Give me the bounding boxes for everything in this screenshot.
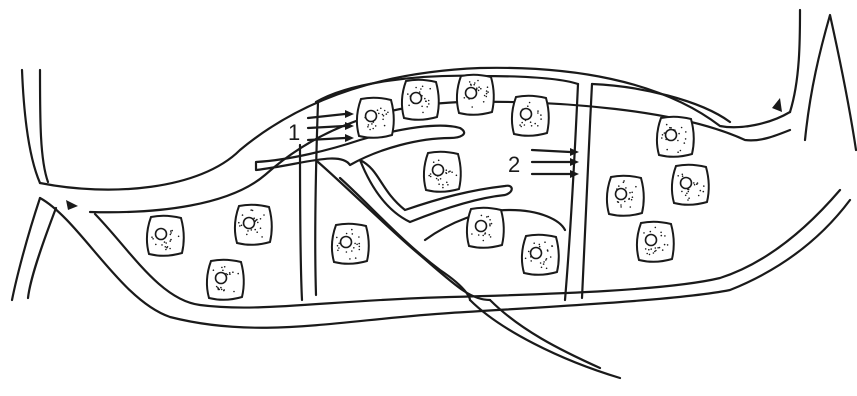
label-1: 1 bbox=[288, 120, 300, 145]
cell-nucleus bbox=[521, 109, 532, 120]
outflow-arrow-head bbox=[772, 98, 782, 112]
cell-nucleus bbox=[433, 165, 444, 176]
left-chamber-wall-b bbox=[315, 102, 318, 295]
cell bbox=[357, 98, 394, 138]
left-vessel-inner bbox=[40, 70, 48, 182]
cell-nucleus bbox=[476, 221, 487, 232]
right-vessel-outer bbox=[790, 10, 800, 112]
arrow-group-1 bbox=[308, 110, 354, 142]
inflow-arrow-head bbox=[66, 200, 78, 210]
cell bbox=[457, 75, 494, 115]
cell-nucleus bbox=[646, 235, 657, 246]
left-chamber-wall bbox=[300, 145, 302, 300]
cell bbox=[207, 260, 244, 300]
cell bbox=[402, 80, 439, 120]
cell-nucleus bbox=[666, 130, 677, 141]
cell bbox=[467, 208, 504, 248]
cell bbox=[332, 224, 369, 264]
label-2: 2 bbox=[508, 152, 520, 177]
cell bbox=[672, 165, 709, 205]
cell bbox=[657, 117, 694, 157]
left-vessel-lower-outer bbox=[12, 198, 40, 300]
cell-nucleus bbox=[531, 248, 542, 259]
cell-nucleus bbox=[156, 229, 167, 240]
cell bbox=[147, 216, 184, 256]
cell bbox=[522, 235, 559, 275]
cell-nucleus bbox=[244, 218, 255, 229]
cell-nucleus bbox=[341, 237, 352, 248]
cell-nucleus bbox=[411, 93, 422, 104]
cell-nucleus bbox=[616, 189, 627, 200]
cell bbox=[607, 176, 644, 216]
right-vessel-inner bbox=[805, 15, 856, 150]
cell-nucleus bbox=[366, 111, 377, 122]
left-vessel-outer bbox=[22, 70, 40, 183]
middle-chamber-right-wall bbox=[565, 84, 578, 300]
cell bbox=[637, 222, 674, 262]
cell-nucleus bbox=[681, 178, 692, 189]
cell bbox=[235, 205, 272, 245]
arrow-group-2 bbox=[532, 148, 579, 178]
cell bbox=[424, 152, 461, 192]
cell-nucleus bbox=[466, 88, 477, 99]
cell bbox=[512, 96, 549, 136]
cells-group bbox=[147, 75, 709, 300]
middle-chamber-right-wall-b bbox=[582, 84, 592, 298]
cell-nucleus bbox=[216, 273, 227, 284]
